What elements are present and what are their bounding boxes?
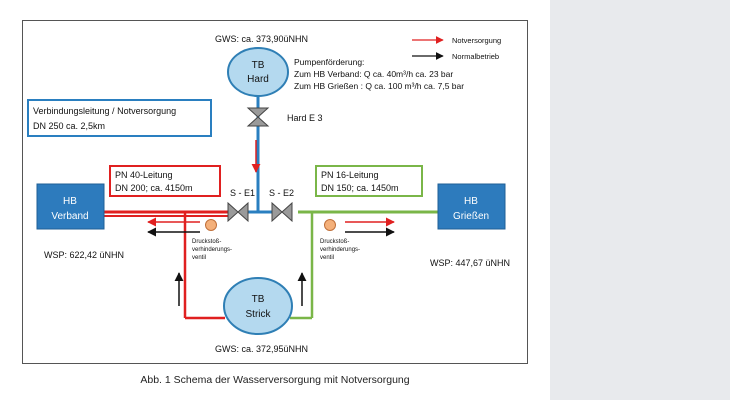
valve-se2-label: S - E2 <box>269 188 294 198</box>
hard-e3-valve: Hard E 3 <box>246 107 323 127</box>
link-line-title: Verbindungsleitung / Notversorgung <box>33 106 176 116</box>
hb-verband-line1: HB <box>63 196 77 207</box>
tb-strick-line1: TB <box>252 294 265 305</box>
pump-title: Pumpenförderung: <box>294 57 364 67</box>
pn16-detail: DN 150; ca. 1450m <box>321 183 399 193</box>
tb-strick-node: TB Strick <box>223 277 293 335</box>
pn40-box-frame <box>109 165 221 197</box>
valve-se2-icon <box>271 201 293 223</box>
hard-e3-valve-icon <box>246 107 270 127</box>
pn40-title: PN 40-Leitung <box>115 170 173 180</box>
valve-se2 <box>271 201 293 223</box>
hb-griessen-node: HB Grießen <box>437 183 506 230</box>
pn16-box-frame <box>315 165 423 197</box>
tb-strick-line2: Strick <box>246 309 272 320</box>
hb-griessen-line1: HB <box>464 196 478 207</box>
hard-e3-label: Hard E 3 <box>287 113 323 123</box>
surge-valve-right-line3: ventil <box>320 255 334 261</box>
surge-valve-right: Druckstoß- verhinderungs- ventil <box>320 219 360 261</box>
pump-line-verband: Zum HB Verband: Q ca. 40m³/h ca. 23 bar <box>294 69 453 79</box>
valve-se1 <box>227 201 249 223</box>
surge-valve-right-line1: Druckstoß- <box>320 239 349 245</box>
tb-strick-circle <box>223 277 293 335</box>
pn40-box: PN 40-Leitung DN 200; ca. 4150m <box>109 165 221 197</box>
tb-hard-node: TB Hard <box>227 47 289 97</box>
wsp-right-label: WSP: 447,67 üNHN <box>430 258 510 268</box>
hb-verband-node: HB Verband <box>36 183 105 230</box>
link-line-box: Verbindungsleitung / Notversorgung DN 25… <box>27 99 212 137</box>
surge-valve-right-icon <box>324 219 336 231</box>
hb-griessen-line2: Grießen <box>453 211 489 222</box>
surge-valve-left: Druckstoß- verhinderungs- ventil <box>192 219 232 261</box>
surge-valve-left-icon <box>205 219 217 231</box>
tb-hard-line1: TB <box>252 60 265 71</box>
surge-valve-left-line1: Druckstoß- <box>192 239 221 245</box>
gws-top-label: GWS: ca. 373,90üNHN <box>215 34 308 44</box>
flow-arrows <box>147 140 395 306</box>
pipes <box>104 92 438 320</box>
gws-bottom-label: GWS: ca. 372,95üNHN <box>215 344 308 354</box>
legend-normal-label: Normalbetrieb <box>452 52 499 61</box>
pn16-box: PN 16-Leitung DN 150; ca. 1450m <box>315 165 423 197</box>
valve-se1-icon <box>227 201 249 223</box>
surge-valve-left-line3: ventil <box>192 255 206 261</box>
hb-griessen-box <box>437 183 506 230</box>
pn16-title: PN 16-Leitung <box>321 170 379 180</box>
legend: Notversorgung Normalbetrieb <box>412 36 501 61</box>
side-panel <box>550 0 730 400</box>
figure-caption: Abb. 1 Schema der Wasserversorgung mit N… <box>140 374 410 386</box>
tb-hard-line2: Hard <box>247 74 269 85</box>
pn40-detail: DN 200; ca. 4150m <box>115 183 193 193</box>
pump-line-griessen: Zum HB Grießen : Q ca. 100 m³/h ca. 7,5 … <box>294 81 464 91</box>
link-line-box-frame <box>27 99 212 137</box>
surge-valve-left-line2: verhinderungs- <box>192 247 232 253</box>
hb-verband-box <box>36 183 105 230</box>
valve-se1-label: S - E1 <box>230 188 255 198</box>
wsp-left-label: WSP: 622,42 üNHN <box>44 250 124 260</box>
surge-valve-right-line2: verhinderungs- <box>320 247 360 253</box>
link-line-detail: DN 250 ca. 2,5km <box>33 121 105 131</box>
tb-hard-circle <box>227 47 289 97</box>
hb-verband-line2: Verband <box>51 211 88 222</box>
legend-emergency-label: Notversorgung <box>452 36 501 45</box>
